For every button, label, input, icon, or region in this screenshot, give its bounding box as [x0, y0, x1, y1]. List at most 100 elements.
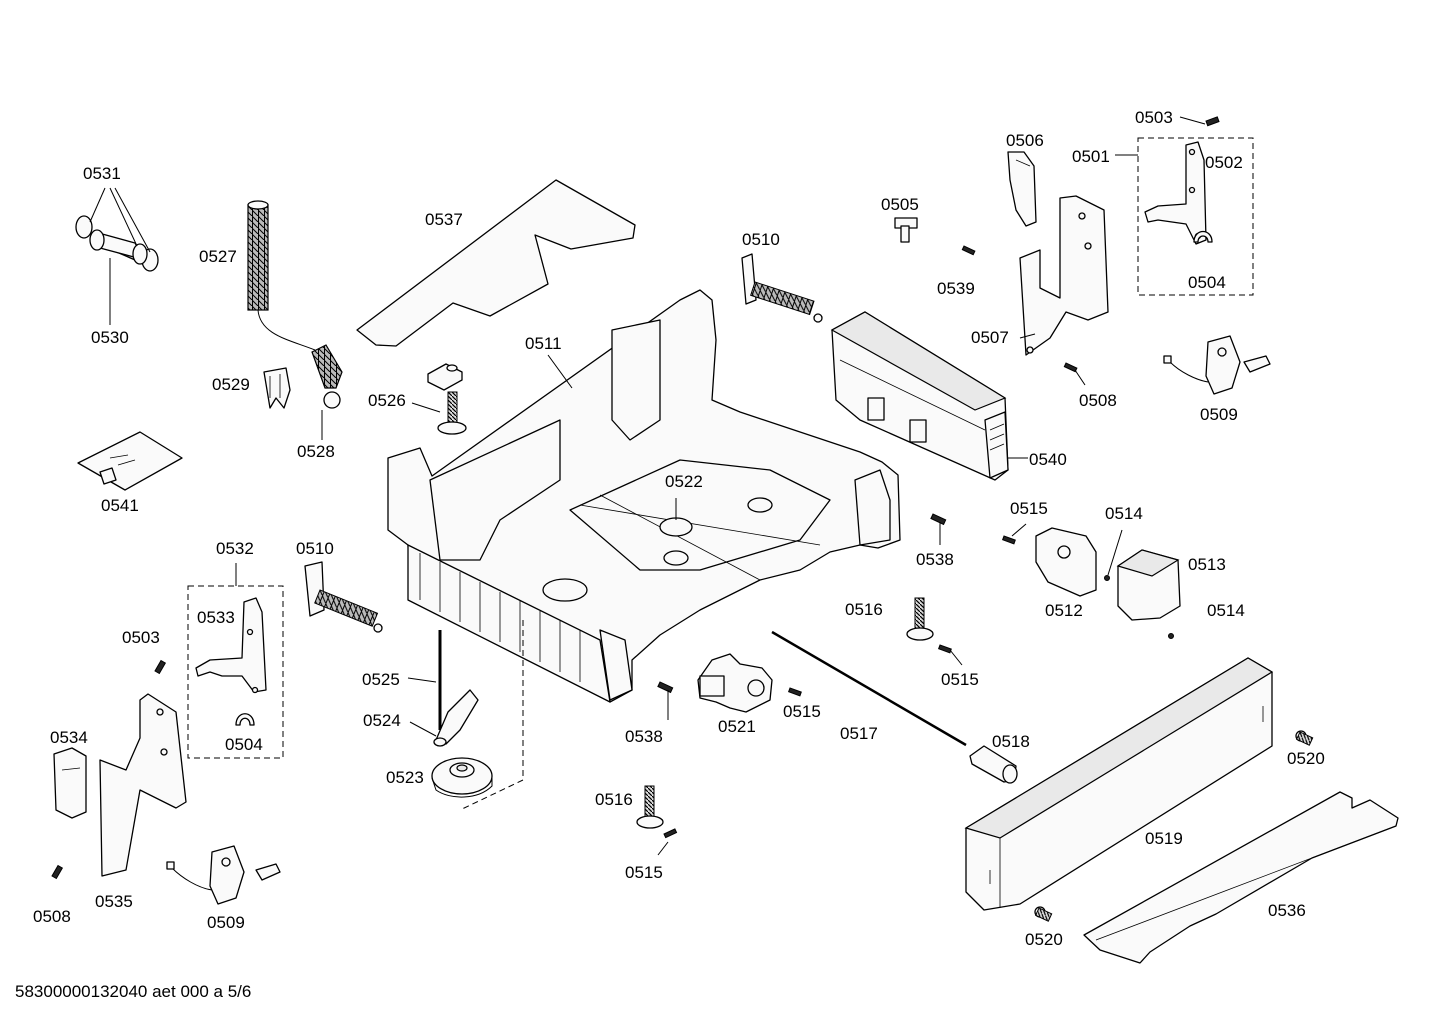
- label-0524: 0524: [363, 711, 401, 730]
- front-panel-0519-part: [964, 657, 1274, 911]
- label-0529: 0529: [212, 375, 250, 394]
- control-module-0540-part: [830, 311, 1009, 481]
- screw-0515-parts: [663, 535, 1016, 839]
- label-0540: 0540: [1029, 450, 1067, 469]
- screw-0503-left-part: [154, 659, 167, 675]
- label-0506: 0506: [1006, 131, 1044, 150]
- group-0532-outline: [187, 585, 284, 759]
- label-0515-b: 0515: [941, 670, 979, 689]
- screw-0508-left-part: [51, 864, 64, 880]
- part-labels: 0503 0501 0502 0504 0506 0505 0539 0507 …: [33, 108, 1325, 949]
- drawing-reference-footer: 58300000132040 aet 000 a 5/6: [15, 982, 251, 1001]
- knob-0518-part: [969, 745, 1018, 784]
- spring-0510-top-part: [741, 253, 823, 323]
- label-0518: 0518: [992, 732, 1030, 751]
- label-0511: 0511: [525, 334, 562, 353]
- cover-0513-part: [1116, 549, 1181, 621]
- label-0516-left: 0516: [595, 790, 633, 809]
- label-0535: 0535: [95, 892, 133, 911]
- screw-0539-part: [961, 245, 976, 256]
- screw-0508-right-part: [1063, 362, 1078, 373]
- hose-connector-0530-part: [75, 215, 159, 272]
- foot-0526-part: [427, 363, 467, 435]
- rod-0517-part: [771, 630, 967, 747]
- bracket-0533-part: [195, 597, 267, 694]
- screw-bag-0541-part: [77, 431, 183, 491]
- label-0517: 0517: [840, 724, 878, 743]
- label-0509-right: 0509: [1200, 405, 1238, 424]
- label-0525: 0525: [362, 670, 400, 689]
- label-0520-left: 0520: [1025, 930, 1063, 949]
- label-0521: 0521: [718, 717, 756, 736]
- disc-0523-part: [431, 757, 493, 798]
- label-0513: 0513: [1188, 555, 1226, 574]
- label-0508-left: 0508: [33, 907, 71, 926]
- clip-0504-right-part: [1193, 230, 1213, 243]
- hinge-0509-right-part: [1163, 335, 1271, 395]
- clip-0504-left-part: [235, 713, 255, 726]
- label-0501: 0501: [1072, 147, 1110, 166]
- label-0527: 0527: [199, 247, 237, 266]
- clip-0529-part: [263, 367, 291, 409]
- float-0524-part: [433, 689, 479, 747]
- panel-0537-part: [356, 179, 636, 347]
- label-0512: 0512: [1045, 601, 1083, 620]
- label-0508-right: 0508: [1079, 391, 1117, 410]
- label-0538-right: 0538: [916, 550, 954, 569]
- label-0503-right: 0503: [1135, 108, 1173, 127]
- label-0538-left: 0538: [625, 727, 663, 746]
- base-tub-part: [387, 289, 901, 811]
- strip-0536-part: [1083, 791, 1399, 964]
- foot-0516-right-part: [906, 597, 934, 641]
- screw-0520-parts: [1034, 730, 1314, 922]
- foot-0516-left-part: [636, 785, 664, 829]
- label-0502: 0502: [1205, 153, 1243, 172]
- valve-0521-part: [697, 653, 773, 713]
- label-0514-a: 0514: [1105, 504, 1143, 523]
- bracket-0535-part: [99, 693, 187, 877]
- label-0526: 0526: [368, 391, 406, 410]
- rod-0525-part: [407, 630, 442, 730]
- bracket-0507-part: [1019, 195, 1109, 356]
- label-0503-left: 0503: [122, 628, 160, 647]
- cover-0534-part: [53, 747, 87, 819]
- label-0510-top: 0510: [742, 230, 780, 249]
- label-0504-right: 0504: [1188, 273, 1226, 292]
- label-0515-c: 0515: [783, 702, 821, 721]
- label-0515-d: 0515: [625, 863, 663, 882]
- spring-0510-left-part: [304, 561, 383, 633]
- label-0523: 0523: [386, 768, 424, 787]
- label-0519: 0519: [1145, 829, 1183, 848]
- bracket-0506-part: [1007, 151, 1037, 227]
- drain-hose-0527-part: [247, 200, 343, 409]
- label-0528: 0528: [297, 442, 335, 461]
- label-0509-left: 0509: [207, 913, 245, 932]
- screw-0503-right-part: [1205, 116, 1220, 127]
- label-0532: 0532: [216, 539, 254, 558]
- label-0505: 0505: [881, 195, 919, 214]
- sensor-0505-part: [894, 217, 918, 243]
- label-0507: 0507: [971, 328, 1009, 347]
- group-0501-outline: [1137, 137, 1254, 296]
- label-0541: 0541: [101, 496, 139, 515]
- screw-0514-part: [1104, 575, 1174, 639]
- label-0534: 0534: [50, 728, 88, 747]
- label-0504-left: 0504: [225, 735, 263, 754]
- label-0510-left: 0510: [296, 539, 334, 558]
- hinge-0509-left-part: [166, 845, 281, 905]
- label-0533: 0533: [197, 608, 235, 627]
- label-0514-b: 0514: [1207, 601, 1245, 620]
- label-0531: 0531: [83, 164, 121, 183]
- cover-0512-part: [1035, 527, 1097, 597]
- label-0520-right: 0520: [1287, 749, 1325, 768]
- label-0516-right: 0516: [845, 600, 883, 619]
- label-0537: 0537: [425, 210, 463, 229]
- screw-0538-parts: [657, 513, 947, 694]
- label-0536: 0536: [1268, 901, 1306, 920]
- bracket-0502-part: [1144, 141, 1207, 245]
- label-0530: 0530: [91, 328, 129, 347]
- label-0522: 0522: [665, 472, 703, 491]
- label-0515-a: 0515: [1010, 499, 1048, 518]
- label-0539: 0539: [937, 279, 975, 298]
